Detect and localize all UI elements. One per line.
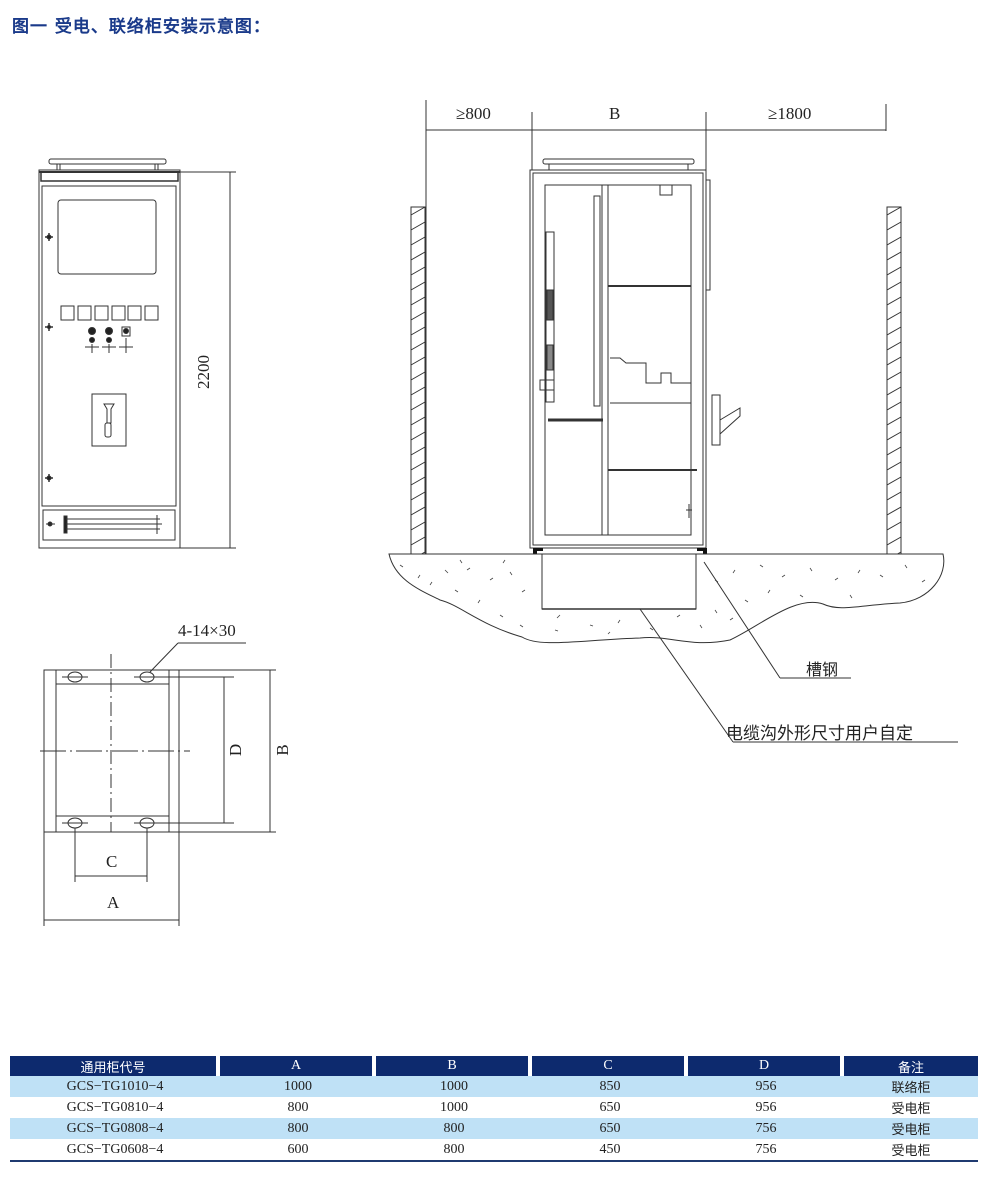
front-view-cabinet xyxy=(38,158,181,549)
cell-a: 800 xyxy=(287,1099,309,1115)
cell-a: 800 xyxy=(220,1118,376,1139)
col-b: B xyxy=(376,1056,532,1076)
cell-d: 956 xyxy=(688,1076,844,1097)
channel-steel-label: 槽钢 xyxy=(806,660,839,679)
figure-title: 图一 受电、联络柜安装示意图： xyxy=(12,17,271,37)
dim-d-label: D xyxy=(226,743,245,757)
cell-remark: 受电柜 xyxy=(891,1144,931,1159)
col-model: 通用柜代号 xyxy=(10,1056,220,1076)
cell-b: 800 xyxy=(376,1118,532,1139)
concrete-speckle xyxy=(399,559,926,635)
table-row: GCS−TG0808−4 800 800 650 756 受电柜 xyxy=(10,1118,978,1139)
cell-d: 756 xyxy=(688,1118,844,1139)
installation-drawing xyxy=(38,100,958,926)
cell-b: 800 xyxy=(443,1141,465,1157)
cell-remark: 受电柜 xyxy=(844,1118,978,1139)
height-dimension-label: 2200 xyxy=(194,355,213,389)
cell-c: 650 xyxy=(599,1099,621,1115)
cell-d: 756 xyxy=(755,1141,777,1157)
hinge-icons xyxy=(45,233,53,482)
cell-c: 450 xyxy=(599,1141,621,1157)
cell-model: GCS−TG1010−4 xyxy=(10,1076,220,1097)
table-row: GCS−TG0810−4 800 1000 650 956 受电柜 xyxy=(10,1097,978,1118)
cabinet-width-label: B xyxy=(609,104,621,123)
table-row: GCS−TG0608−4 600 800 450 756 受电柜 xyxy=(10,1139,978,1160)
col-remark: 备注 xyxy=(844,1056,978,1076)
base-plan xyxy=(40,642,276,926)
cable-trench-label: 电缆沟外形尺寸用户自定 xyxy=(726,724,913,744)
table-header-row: 通用柜代号 A B C D 备注 xyxy=(10,1056,978,1076)
col-a: A xyxy=(220,1056,376,1076)
cell-a: 1000 xyxy=(220,1076,376,1097)
hole-spec-label: 4-14×30 xyxy=(178,621,236,640)
front-clearance-label: ≥800 xyxy=(456,104,491,123)
cell-a: 600 xyxy=(287,1141,309,1157)
dim-b-label: B xyxy=(273,744,292,756)
cell-model: GCS−TG0810−4 xyxy=(66,1099,164,1115)
cell-b: 1000 xyxy=(440,1099,468,1115)
control-switch-icons xyxy=(85,326,133,353)
cell-model: GCS−TG0608−4 xyxy=(66,1141,164,1157)
cell-c: 650 xyxy=(532,1118,688,1139)
cell-d: 956 xyxy=(755,1099,777,1115)
col-d: D xyxy=(688,1056,844,1076)
wall-right xyxy=(886,206,902,578)
table-row: GCS−TG1010−4 1000 1000 850 956 联络柜 xyxy=(10,1076,978,1097)
side-view-cabinet xyxy=(529,158,741,549)
rear-clearance-label: ≥1800 xyxy=(768,104,812,123)
dim-c-label: C xyxy=(106,852,118,871)
cell-model: GCS−TG0808−4 xyxy=(10,1118,220,1139)
wall-left xyxy=(410,206,426,578)
dim-a-label: A xyxy=(107,893,120,912)
cell-b: 1000 xyxy=(376,1076,532,1097)
cell-remark: 受电柜 xyxy=(891,1102,931,1117)
col-c: C xyxy=(532,1056,688,1076)
cell-remark: 联络柜 xyxy=(844,1076,978,1097)
cabinet-spec-table: 通用柜代号 A B C D 备注 GCS−TG1010−4 1000 1000 … xyxy=(10,1056,978,1162)
cell-c: 850 xyxy=(532,1076,688,1097)
